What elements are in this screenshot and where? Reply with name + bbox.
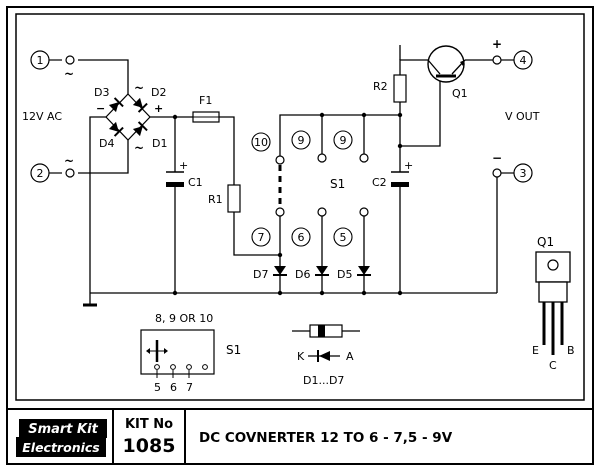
- transistor-pinout: Q1 E C B: [532, 235, 575, 372]
- r1-label: R1: [208, 193, 223, 206]
- d5-label: D5: [337, 268, 352, 281]
- svg-text:+: +: [492, 37, 502, 51]
- svg-text:5: 5: [154, 381, 161, 394]
- svg-text:2: 2: [37, 167, 44, 180]
- svg-text:3: 3: [520, 167, 527, 180]
- svg-text:−: −: [96, 102, 105, 115]
- svg-text:~: ~: [64, 67, 74, 81]
- svg-text:7: 7: [186, 381, 193, 394]
- svg-text:−: −: [492, 151, 502, 165]
- terminal-1: 1 ~: [30, 50, 75, 81]
- zener-d5: [356, 265, 372, 276]
- brand-logo: Smart Kit Electronics: [16, 419, 107, 457]
- svg-text:E: E: [532, 344, 539, 357]
- drawing-title: DC COVNERTER 12 TO 6 - 7,5 - 9V: [199, 430, 453, 446]
- pin-7: 7: [258, 231, 265, 244]
- d7-label: D7: [253, 268, 268, 281]
- outer-frame: [6, 6, 594, 465]
- zener-d6: [314, 265, 330, 276]
- d3-label: D3: [94, 86, 109, 99]
- resistor-r1: [227, 184, 241, 213]
- capacitor-c1: +: [166, 159, 188, 187]
- d2-label: D2: [151, 86, 166, 99]
- q1-label: Q1: [452, 87, 468, 100]
- svg-text:1: 1: [37, 54, 44, 67]
- svg-text:6: 6: [170, 381, 177, 394]
- terminal-4: 4 +: [492, 37, 533, 70]
- zener-d7: [272, 265, 288, 276]
- d6-label: D6: [295, 268, 310, 281]
- svg-text:~: ~: [64, 154, 74, 168]
- svg-text:K: K: [297, 350, 305, 363]
- svg-text:4: 4: [520, 54, 527, 67]
- c1-label: C1: [188, 176, 203, 189]
- input-voltage-label: 12V AC: [22, 110, 62, 123]
- pin-5: 5: [340, 231, 347, 244]
- switch-detail: 8, 9 OR 10 5 6 7 S1: [140, 312, 241, 394]
- svg-text:A: A: [346, 350, 354, 363]
- d1-label: D1: [152, 137, 167, 150]
- d4-label: D4: [99, 137, 114, 150]
- r2-label: R2: [373, 80, 388, 93]
- svg-text:+: +: [404, 159, 413, 172]
- svg-text:Q1: Q1: [537, 235, 554, 249]
- pin-10: 10: [254, 136, 268, 149]
- pin-6: 6: [298, 231, 305, 244]
- s1-label: S1: [330, 177, 345, 191]
- f1-label: F1: [199, 94, 212, 107]
- svg-text:~: ~: [134, 141, 144, 155]
- svg-text:+: +: [179, 159, 188, 172]
- svg-text:~: ~: [134, 81, 144, 95]
- fuse-f1: [192, 111, 220, 123]
- pin-9b: 9: [340, 134, 347, 147]
- svg-text:Electronics: Electronics: [22, 440, 99, 455]
- terminal-2: 2 ~: [30, 154, 75, 183]
- terminal-3: 3 −: [492, 151, 533, 183]
- title-block: [7, 408, 593, 464]
- kit-number: 1085: [123, 435, 176, 457]
- bridge-rectifier: ~ ~ − +: [96, 81, 163, 155]
- svg-text:B: B: [567, 344, 575, 357]
- vout-label: V OUT: [505, 110, 540, 123]
- svg-text:C: C: [549, 359, 557, 372]
- svg-text:8, 9 OR 10: 8, 9 OR 10: [155, 312, 213, 325]
- junctions: [172, 112, 403, 296]
- diode-legend: K A D1...D7: [292, 324, 360, 387]
- pin-9a: 9: [298, 134, 305, 147]
- svg-text:Smart Kit: Smart Kit: [28, 422, 98, 437]
- svg-text:+: +: [154, 102, 163, 115]
- kit-label: KIT No: [125, 417, 173, 432]
- transistor-q1: [427, 45, 466, 83]
- resistor-r2: [393, 74, 407, 103]
- svg-text:S1: S1: [226, 343, 241, 357]
- diagram-frame: [15, 13, 585, 401]
- switch-s1-contacts: [275, 153, 369, 217]
- capacitor-c2: +: [391, 159, 413, 187]
- c2-label: C2: [372, 176, 387, 189]
- svg-text:D1...D7: D1...D7: [303, 374, 344, 387]
- wires: [78, 45, 498, 294]
- switch-pin-labels: [251, 130, 353, 247]
